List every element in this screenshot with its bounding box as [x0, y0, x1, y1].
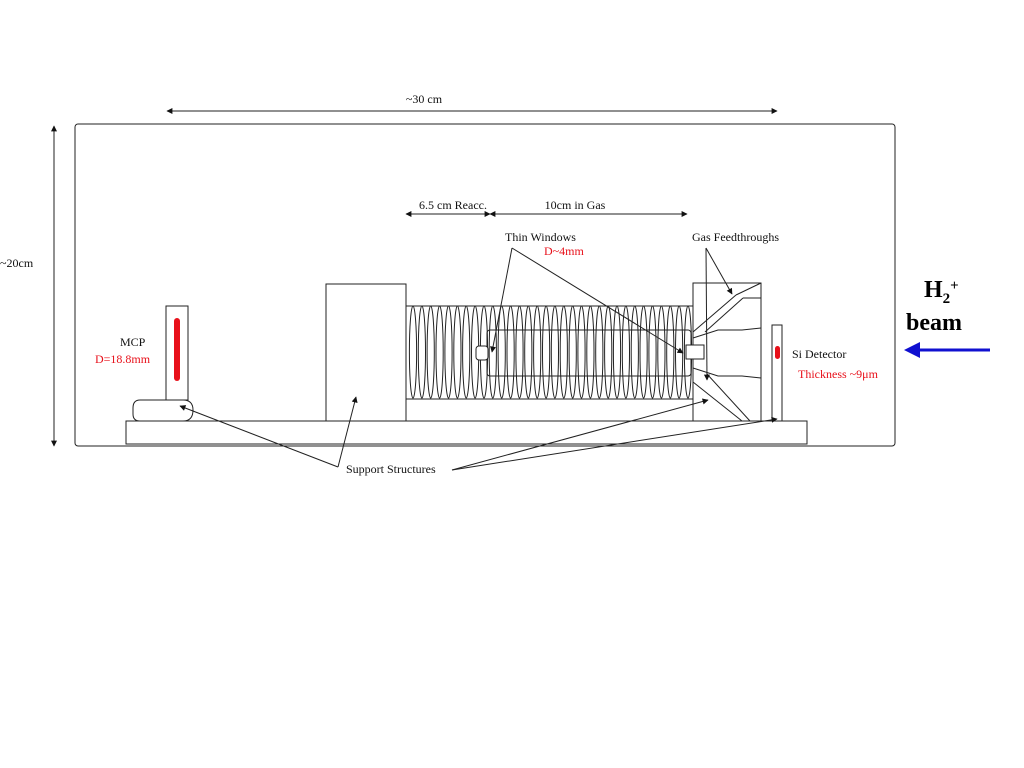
bellows-rib — [435, 305, 444, 399]
entrance-thin-window — [475, 345, 489, 361]
beam-species-label: H2+ — [924, 277, 959, 307]
bellows-rib — [542, 305, 551, 399]
exit-thin-window — [685, 344, 705, 360]
bellows-rib — [604, 305, 613, 399]
si-detector-label: Si Detector — [792, 347, 846, 361]
feedthrough-pointer-upper — [705, 247, 733, 295]
bellows-rib — [515, 305, 524, 399]
feedthrough-pointer-lower — [703, 247, 710, 381]
bellows-rib — [586, 305, 595, 399]
bellows-rib — [550, 305, 560, 399]
bellows-rib — [453, 305, 462, 399]
bellows-rib — [666, 305, 675, 399]
bellows-rib — [426, 305, 435, 399]
mcp-diameter: D=18.8mm — [95, 352, 151, 366]
thin-windows-pointer-right — [511, 247, 684, 354]
mcp-support — [132, 399, 194, 422]
thin-windows-diameter: D~4mm — [544, 244, 584, 258]
bellows-rib — [577, 305, 586, 399]
bellows-rib — [488, 305, 497, 399]
bellows-rib — [524, 305, 533, 399]
beam-arrowhead — [904, 342, 920, 358]
bellows-rib — [621, 305, 631, 399]
support-pointer-reacc — [337, 396, 358, 468]
support-pointer-feedthrough — [451, 398, 709, 471]
bellows-rib — [408, 305, 418, 399]
si-detector-holder — [771, 324, 783, 422]
width-dimension-label: ~30 cm — [406, 92, 443, 106]
thin-windows-pointer-left — [490, 247, 513, 353]
mcp-plate — [174, 318, 180, 381]
reacceleration-block — [325, 283, 407, 422]
reacc-dimension-label: 6.5 cm Reacc. — [419, 198, 487, 212]
inner-gas-tube — [486, 329, 692, 377]
bellows-rib — [462, 305, 471, 399]
bellows-rib — [657, 305, 666, 399]
bellows-rib — [444, 305, 453, 399]
bellows-rib — [595, 305, 604, 399]
gas-feedthrough-assembly — [685, 282, 762, 422]
support-structures-label: Support Structures — [346, 462, 436, 476]
bellows-rib — [533, 305, 542, 399]
thin-windows-label: Thin Windows — [505, 230, 576, 244]
bellows-rib — [506, 305, 515, 399]
gas-cell-bellows — [406, 305, 693, 400]
support-pointer-mcp — [179, 405, 339, 468]
bellows-rib — [630, 305, 639, 399]
bellows-rib — [639, 305, 648, 399]
gas-feedthroughs-label: Gas Feedthroughs — [692, 230, 779, 244]
beam-word-label: beam — [906, 310, 962, 336]
bellows-rib — [648, 305, 657, 399]
support-pointer-detector — [451, 416, 778, 471]
bellows-rib — [612, 305, 622, 399]
bellows-rib — [497, 305, 506, 399]
vacuum-chamber-outline — [74, 123, 896, 447]
bellows-rib — [417, 305, 426, 399]
gas-dimension-label: 10cm in Gas — [545, 198, 606, 212]
mcp-label: MCP — [120, 335, 146, 349]
si-thickness-label: Thickness ~9μm — [798, 367, 879, 381]
bellows-rib — [559, 305, 568, 399]
base-plate — [125, 420, 808, 445]
si-detector-chip — [775, 346, 780, 359]
height-dimension-label: ~20cm — [0, 256, 34, 270]
bellows-rib — [568, 305, 577, 399]
